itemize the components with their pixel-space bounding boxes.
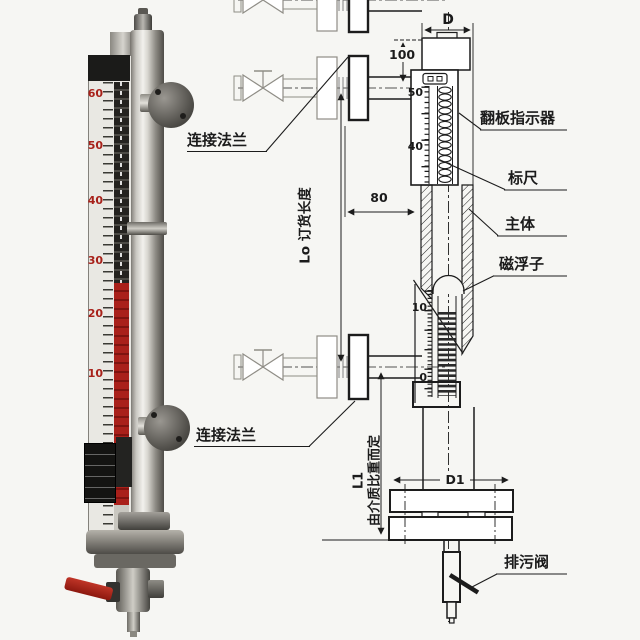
flange-bolt: [151, 412, 157, 418]
rail-cap: [88, 55, 130, 81]
dimension-80: [344, 126, 415, 217]
bottom-flange-underplate: [94, 554, 176, 568]
label-main-body: 主体: [505, 215, 536, 233]
label-flap-indicator: 翻板指示器: [480, 109, 556, 127]
bottom-flanges: [388, 484, 514, 552]
tube-clamp: [127, 222, 167, 235]
dim-label-l1: L1 由介质比重而定: [352, 416, 385, 546]
dimension-d: [421, 23, 474, 188]
tube-tip: [138, 8, 148, 16]
flange-bolt: [180, 113, 186, 119]
photo-scale-number: 30: [87, 254, 103, 267]
dim-label-d1: D1: [440, 472, 470, 487]
photo-scale-number: 50: [87, 139, 103, 152]
dim-label-80: 80: [370, 190, 388, 205]
bottom-side-flange: [144, 405, 190, 451]
leader-lines: [187, 56, 567, 588]
process-connection: [233, 0, 447, 34]
rail-end-box: [116, 437, 132, 487]
label-drain-valve: 排污阀: [504, 553, 550, 571]
photo-scale-number: 40: [87, 194, 103, 207]
tube-cap: [134, 14, 152, 34]
label-magnetic-float: 磁浮子: [499, 255, 545, 273]
dim-label-order-length: Lo 订货长度: [297, 187, 314, 264]
bottom-stub: [127, 612, 140, 632]
dim-label-l1-note: 由介质比重而定: [367, 435, 383, 527]
top-side-flange: [148, 82, 194, 128]
lower-scale-10: 10: [411, 301, 427, 314]
upper-scale-50: 50: [407, 86, 423, 99]
dim-label-l1-symbol: L1: [351, 471, 367, 490]
top-cap: [421, 31, 471, 71]
nameplate: [84, 443, 116, 503]
magnetic-float-shape: [432, 274, 465, 294]
ruler-ticks: [103, 82, 113, 542]
product-photo: 60 50 40 30 20 10: [0, 0, 230, 640]
photo-scale-number: 10: [87, 367, 103, 380]
bottom-coupling: [118, 512, 170, 530]
drain-valve-body: [116, 568, 150, 612]
drain-valve-port: [148, 580, 164, 598]
label-connect-flange-top: 连接法兰: [187, 131, 248, 149]
bottom-flange-disc: [86, 530, 184, 554]
flange-bolt: [155, 89, 161, 95]
flap-indicator-box: [410, 69, 459, 186]
label-ruler: 标尺: [508, 169, 539, 187]
lower-scale-0: 0: [419, 371, 427, 384]
flapper-centerline: [120, 82, 122, 283]
label-connect-flange-bottom: 连接法兰: [196, 426, 257, 444]
lower-scale: [412, 284, 461, 408]
drain-valve-shape: [442, 551, 480, 624]
flange-bolt: [176, 436, 182, 442]
dim-label-100: 100: [387, 47, 416, 62]
photo-scale-number: 20: [87, 307, 103, 320]
dimension-l1: [322, 372, 392, 541]
upper-scale-40: 40: [407, 140, 423, 153]
lower-tube: [422, 407, 475, 490]
bottom-stub-tip: [130, 631, 137, 637]
dim-label-d: D: [442, 12, 454, 28]
photo-scale-number: 60: [87, 87, 103, 100]
